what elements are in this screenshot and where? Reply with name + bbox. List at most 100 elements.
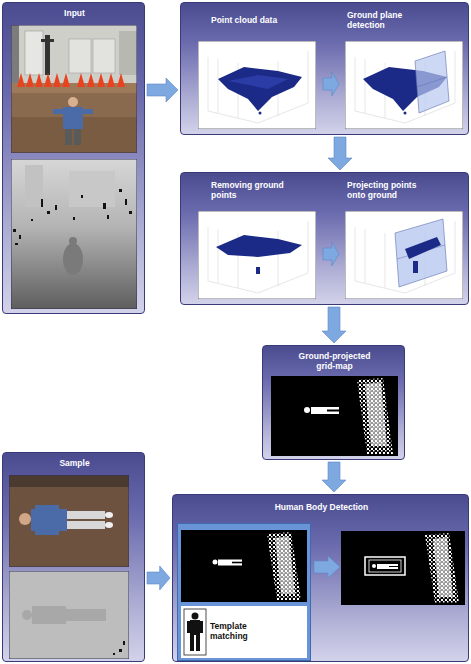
point-cloud-plot-part <box>208 57 209 111</box>
sample-photo-part <box>35 505 59 509</box>
input-photo-part <box>119 31 137 75</box>
node-title: Input <box>64 9 85 19</box>
input-depth-part <box>25 165 43 207</box>
input-panel: Input <box>2 2 145 314</box>
sample-depth-part <box>9 571 129 659</box>
sample-photo-part <box>105 512 113 518</box>
point-cloud-panel: Point cloud data Ground plane detection <box>180 2 469 135</box>
grid-map-image-part <box>365 382 387 446</box>
sample-photo-part <box>67 511 105 519</box>
template-area-part <box>200 621 203 633</box>
input-photo-part <box>53 109 63 114</box>
projected-points-plot-part <box>413 261 418 273</box>
flow-arrow <box>147 566 170 590</box>
sample-panel: Sample <box>2 452 145 662</box>
ground-plane-plot-part <box>455 51 456 103</box>
grid-map-input-image-part <box>218 560 232 566</box>
sample-photo-part <box>67 521 105 529</box>
detection-result-image-part <box>389 567 398 569</box>
node-title: Template matching <box>210 622 270 642</box>
removing-ground-step: Removing ground points <box>193 177 321 303</box>
input-photo-part <box>17 73 125 87</box>
input-photo-part <box>77 73 85 87</box>
point-cloud-plot-part <box>198 41 316 129</box>
template-area-part <box>192 613 199 620</box>
removed-ground-plot-part <box>256 267 260 274</box>
grid-map-input-image <box>181 530 307 602</box>
input-depth-part <box>11 159 137 309</box>
input-depth-part <box>41 199 43 207</box>
detection-panel: Human Body Detection Template matching <box>172 494 469 662</box>
input-photo-part <box>11 25 137 153</box>
ground-plane-plot-part <box>355 57 356 111</box>
ground-plane-plot-part <box>417 77 447 87</box>
node-title: Ground-projected grid-map <box>289 352 381 372</box>
template-area-part <box>181 606 307 658</box>
detection-result-image-part <box>369 560 401 572</box>
sample-depth-part <box>123 641 125 645</box>
projected-points-plot-part <box>395 219 447 287</box>
input-depth-part <box>55 205 57 210</box>
node-title: Sample <box>59 459 89 469</box>
input-photo-part <box>35 73 43 87</box>
sample-depth-part <box>113 641 125 655</box>
detection-result-image-part <box>389 564 398 566</box>
sample-photo-part <box>19 513 31 525</box>
point-cloud-plot <box>198 41 316 129</box>
point-cloud-step: Point cloud data <box>193 7 321 133</box>
node-title: Human Body Detection <box>275 503 369 513</box>
removed-ground-plot <box>198 211 316 299</box>
input-photo-part <box>26 73 34 87</box>
input-photo-part <box>17 73 25 87</box>
removed-ground-plot-part <box>216 235 302 257</box>
sample-photo-part <box>35 531 59 535</box>
sample-photo-part <box>31 509 67 531</box>
removed-ground-plot-part <box>208 221 308 293</box>
removed-ground-plot-part <box>208 273 308 293</box>
grid-map-panel: Ground-projected grid-map <box>262 345 405 460</box>
sample-photo-part <box>9 475 129 567</box>
projected-points-plot-part <box>385 233 386 288</box>
grid-map-image-part <box>304 407 310 413</box>
projected-points-plot-part <box>355 227 356 281</box>
point-cloud-plot-part <box>218 59 219 113</box>
flow-arrow <box>323 72 339 96</box>
result-arrow-part <box>314 556 340 578</box>
grid-map-image-part <box>327 412 339 415</box>
grid-map-input-image-part <box>181 530 307 602</box>
template-area-part <box>196 635 200 651</box>
input-depth-part <box>13 229 16 232</box>
input-photo-part <box>83 109 93 114</box>
input-depth-part <box>47 211 50 214</box>
input-photo-part <box>62 73 70 87</box>
input-depth-part <box>15 243 18 245</box>
input-photo-part <box>74 129 81 145</box>
sample-photo-part <box>9 475 129 567</box>
input-photo-part <box>68 97 78 107</box>
grid-map-image-part <box>271 376 398 456</box>
removed-ground-plot-part <box>218 229 219 283</box>
flow-arrow <box>147 78 178 102</box>
input-photo-part <box>65 129 72 145</box>
grid-map-input-image-part <box>232 563 242 565</box>
projected-points-plot-part <box>345 211 463 299</box>
ground-plane-plot-part <box>415 51 449 113</box>
input-depth-part <box>125 199 127 205</box>
projecting-step: Projecting points onto ground <box>341 177 467 303</box>
input-depth-part <box>11 159 137 309</box>
result-arrow <box>313 555 341 579</box>
detection-result-image-part <box>425 533 459 603</box>
input-photo-part <box>11 25 19 83</box>
detection-result-image-part <box>433 537 453 597</box>
input-depth-part <box>13 189 132 245</box>
ground-plane-plot-part <box>355 51 455 123</box>
point-cloud-plot-part <box>259 112 262 115</box>
input-depth-part <box>103 203 106 209</box>
sample-photo-part <box>105 522 113 528</box>
sample-photo <box>9 475 129 567</box>
removed-ground-plot-part <box>308 221 309 273</box>
node-title: Removing ground points <box>211 181 301 201</box>
sample-depth-part <box>119 649 122 652</box>
point-cloud-plot-part <box>308 51 309 103</box>
